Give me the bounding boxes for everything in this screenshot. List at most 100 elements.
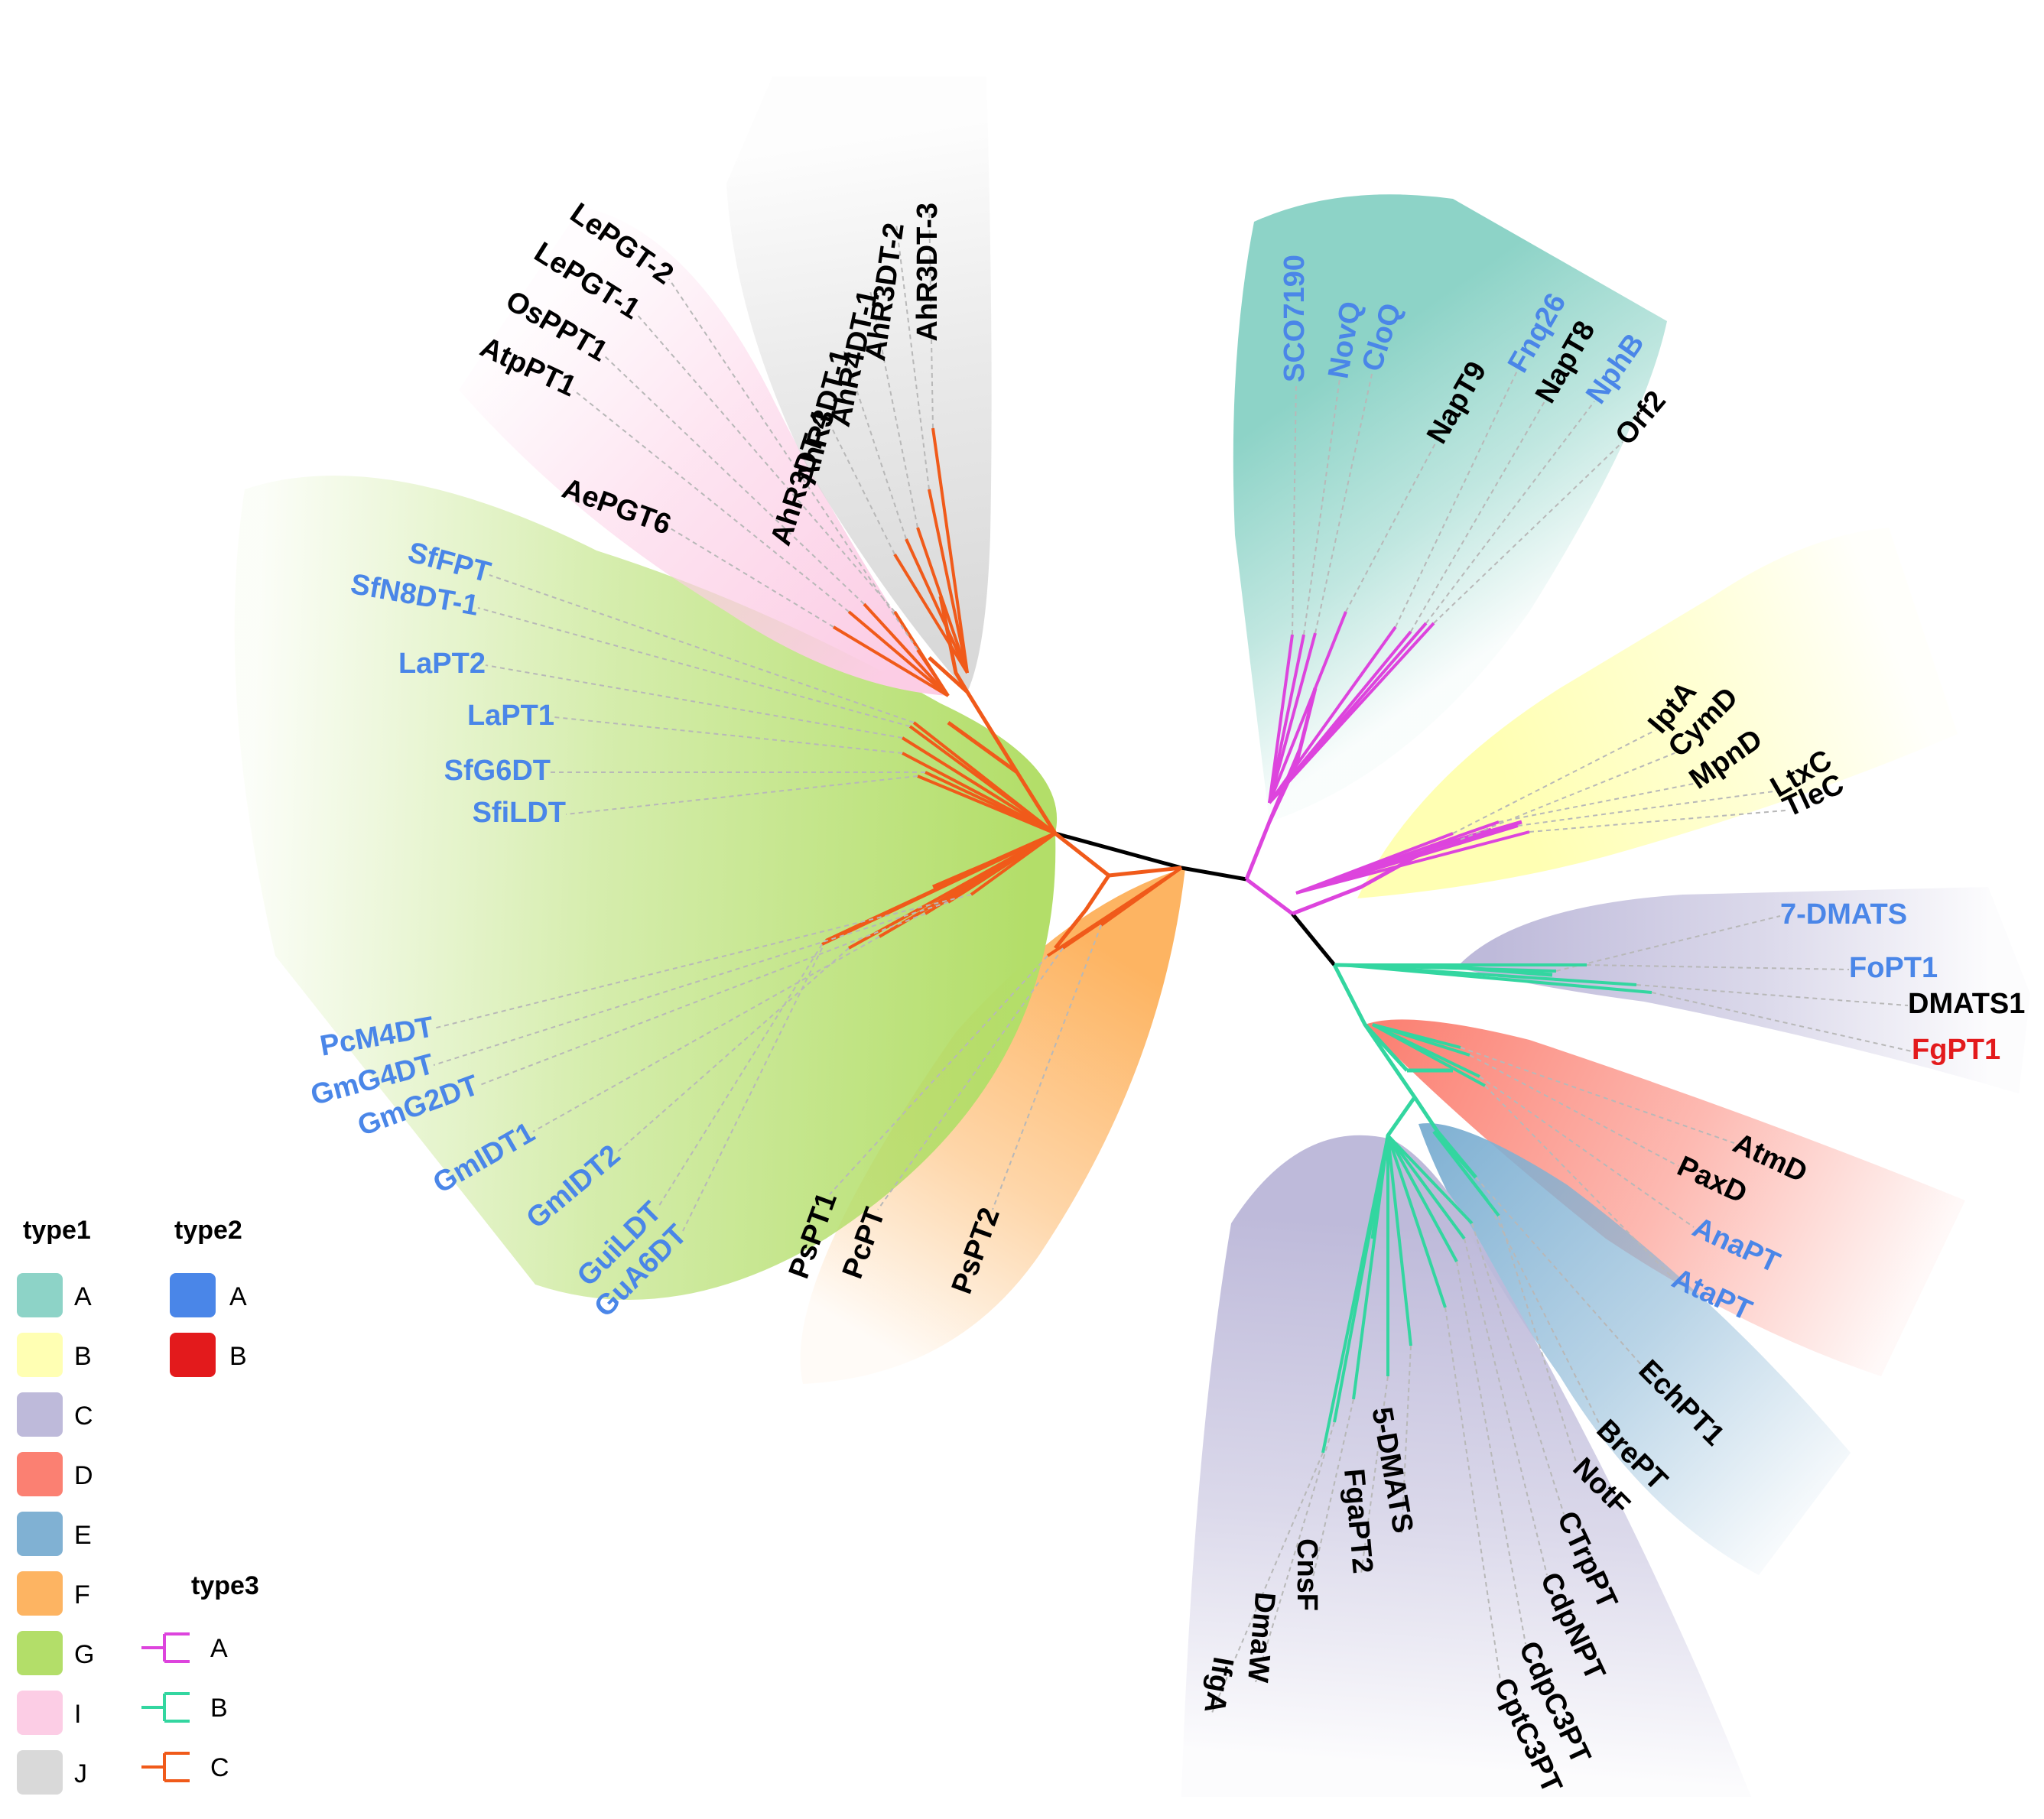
leaf-guide-line (565, 775, 918, 815)
clade-highlight-J (726, 76, 992, 692)
leaf-branch (1352, 1135, 1389, 1400)
leaf-branch (1268, 625, 1397, 804)
leaf-guide-line (1305, 1398, 1354, 1612)
leaf-guide-line (603, 355, 865, 605)
leaf-branch (1295, 824, 1519, 895)
leaf-guide-line (532, 936, 880, 1132)
legend-swatch-type3-A (141, 1632, 190, 1663)
legend-swatch-type1-J (17, 1750, 63, 1795)
leaf-guide-line (1452, 729, 1656, 834)
leaf-guide-line (1211, 1452, 1324, 1713)
legend-swatch-type2-A (170, 1273, 216, 1317)
leaf-branch (928, 489, 969, 674)
leaf-label-fopt1: FoPT1 (1849, 952, 1938, 984)
leaf-branch (1046, 866, 1183, 957)
legend-swatch-type2-B (170, 1333, 216, 1377)
leaf-branch (970, 832, 1057, 896)
leaf-label-dmats1: DMATS1 (1908, 988, 2025, 1020)
leaf-branch (893, 553, 969, 674)
legend-label-type1-D: D (74, 1461, 93, 1490)
leaf-branch (905, 538, 969, 674)
leaf-guide-line (1517, 791, 1775, 827)
leaf-guide-line (1456, 1261, 1526, 1645)
branch (1181, 866, 1247, 882)
legend-swatch-type1-A (17, 1273, 63, 1317)
leaf-guide-line (1292, 382, 1297, 635)
leaf-guide-line (1255, 1421, 1335, 1683)
legend-label-type1-A: A (74, 1282, 92, 1311)
branch (1054, 874, 1111, 950)
legend-swatch-type1-I (17, 1691, 63, 1735)
leaf-label-lapt1: LaPT1 (467, 700, 554, 732)
leaf-branch (916, 648, 950, 697)
leaf-label-ahr3dt-3: AhR3DT-3 (912, 203, 944, 342)
leaf-branch (931, 427, 969, 674)
legend-type2-title: type2 (174, 1216, 242, 1245)
leaf-branch (1268, 634, 1305, 804)
legend-label-type1-B: B (74, 1342, 92, 1371)
leaf-branch (1295, 820, 1500, 895)
legend-label-type1-G: G (74, 1640, 94, 1669)
leaf-branch (912, 721, 1057, 835)
leaf-guide-line (433, 901, 949, 1066)
leaf-guide-line (1460, 1047, 1735, 1144)
leaf-guide-line (668, 278, 918, 651)
leaf-branch (1295, 830, 1530, 895)
legend-label-type3-B: B (210, 1694, 228, 1723)
leaf-branch (1268, 622, 1435, 804)
leaf-guide-line (1469, 1054, 1679, 1167)
leaf-guide-line (1314, 370, 1373, 634)
clade-highlight-G (234, 476, 1058, 1300)
legend-swatch-type1-F (17, 1571, 63, 1616)
leaf-guide-line (1410, 401, 1545, 632)
legend-swatch-type1-C (17, 1392, 63, 1437)
leaf-guide-line (824, 412, 895, 555)
leaf-guide-line (1636, 984, 1909, 1006)
leaf-branch (1341, 963, 1652, 994)
leaf-branch (1386, 1135, 1412, 1346)
legend-label-type3-A: A (210, 1634, 228, 1663)
leaf-guide-line (1651, 992, 1912, 1052)
leaf-guide-line (489, 574, 915, 723)
legend-swatch-type1-E (17, 1512, 63, 1556)
clade-highlight-A (1233, 194, 1667, 822)
leaf-guide-line (635, 313, 895, 612)
leaf-branch (847, 610, 950, 697)
leaf-label-7-dmats: 7-DMATS (1780, 898, 1907, 931)
leaf-guide-line (1433, 441, 1623, 624)
leaf-guide-line (1401, 1345, 1412, 1534)
leaf-branch (1372, 1023, 1470, 1057)
tree-branches (433, 202, 1912, 1713)
leaf-guide-line (477, 607, 911, 727)
leaf-branch (1386, 1135, 1458, 1262)
leaf-guide-line (477, 913, 926, 1087)
leaf-branch (1268, 632, 1317, 804)
leaf-guide-line (1498, 1215, 1578, 1465)
leaf-guide-line (1479, 1076, 1695, 1228)
clade-highlights (234, 76, 2030, 1797)
leaf-branch (1372, 1023, 1486, 1087)
leaf-guide-line (1444, 1307, 1501, 1681)
leaf-label-sfg6dt: SfG6DT (444, 755, 551, 787)
leaf-guide-line (928, 202, 934, 429)
leaf-label-dmaw: DmaW (1241, 1591, 1281, 1684)
leaf-guide-line (1345, 441, 1437, 612)
leaf-branch (1432, 1130, 1500, 1217)
leaf-guide-line (895, 223, 930, 490)
leaf-branch (1386, 1134, 1466, 1240)
leaf-guide-line (668, 527, 834, 628)
leaf-guide-line (1425, 401, 1595, 624)
leaf-guide-line (1471, 1223, 1565, 1515)
leaf-guide-line (573, 389, 850, 612)
clade-highlight-C (1181, 1135, 1751, 1797)
legend-label-type1-I: I (74, 1700, 81, 1729)
legend-type1-title: type1 (23, 1216, 91, 1245)
clade-highlight-E (1418, 1123, 1851, 1575)
leaf-branch (901, 736, 1057, 835)
legend-label-type2-B: B (229, 1342, 247, 1371)
leaf-label-lapt2: LaPT2 (398, 648, 486, 680)
legend-label-type1-E: E (74, 1521, 92, 1550)
leaf-branch (1386, 1135, 1447, 1308)
leaf-guide-line (1303, 378, 1340, 635)
